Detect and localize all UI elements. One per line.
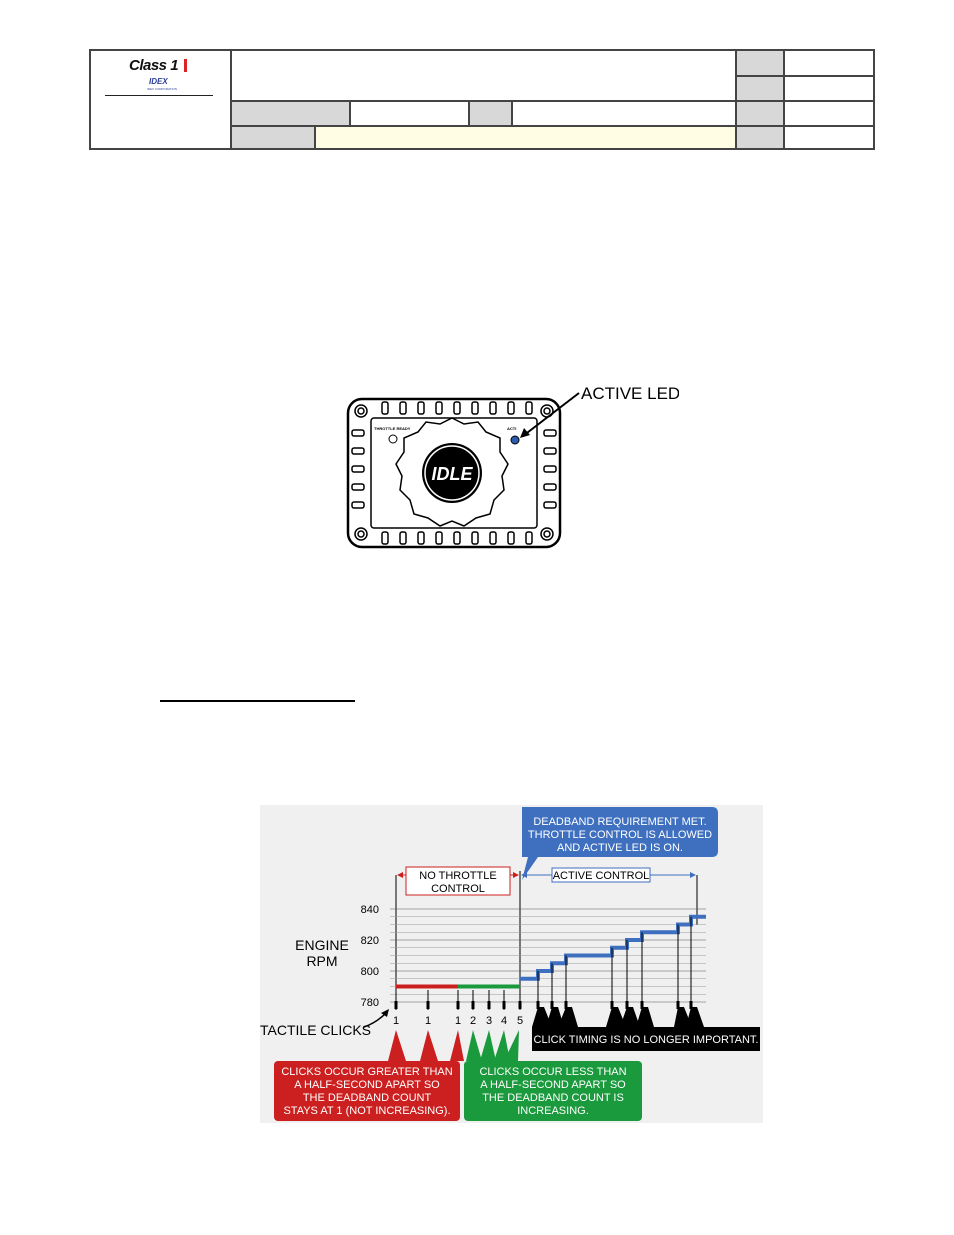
deadband-met-line-1: DEADBAND REQUIREMENT MET. (533, 816, 706, 828)
y-tick-label: 800 (361, 966, 379, 978)
click-tick (394, 1001, 398, 1009)
active-led (510, 435, 520, 445)
throttle-ready-label: THROTTLE READY (374, 426, 411, 431)
idle-label: IDLE (431, 464, 473, 484)
header-label-cell-4 (470, 102, 511, 125)
y-tick-label: 840 (361, 904, 379, 916)
control-head-figure: IDLE THROTTLE READY ACTI ACTIVE LED (346, 384, 679, 549)
rpm-series-blue (520, 914, 706, 981)
no-throttle-label-1: NO THROTTLE (419, 870, 496, 882)
click-count-label: 1 (455, 1015, 461, 1027)
header-label-cell-1 (737, 51, 783, 75)
click-count-label: 1 (393, 1015, 399, 1027)
section-heading-underline (160, 700, 355, 702)
y-tick-label: 780 (361, 997, 379, 1009)
click-tick (536, 1001, 540, 1009)
header-label-cell-5 (737, 102, 783, 125)
click-tick (487, 1001, 491, 1009)
click-tick (610, 1001, 614, 1009)
active-led-callout: ACTIVE LED (581, 384, 679, 403)
class1-logo: Class 1 (129, 57, 187, 75)
click-tick (456, 1001, 460, 1009)
click-tick (689, 1001, 693, 1009)
click-count-label: 4 (501, 1015, 507, 1027)
click-count-label: 1 (425, 1015, 431, 1027)
deadband-met-line-2: THROTTLE CONTROL IS ALLOWED (528, 829, 712, 841)
header-label-cell-6 (232, 127, 314, 148)
no-throttle-label-2: CONTROL (431, 883, 485, 895)
click-count-label: 5 (517, 1015, 523, 1027)
y-axis-title-2: RPM (306, 953, 337, 969)
click-tick (640, 1001, 644, 1009)
active-led-label: ACTI (507, 426, 516, 431)
red-note-2: A HALF-SECOND APART SO (294, 1079, 440, 1091)
y-tick-label: 820 (361, 935, 379, 947)
timing-note: CLICK TIMING IS NO LONGER IMPORTANT. (534, 1034, 759, 1046)
deadband-met-line-3: AND ACTIVE LED IS ON. (557, 842, 683, 854)
deadband-chart: DEADBAND REQUIREMENT MET. THROTTLE CONTR… (260, 805, 763, 1123)
green-note-1: CLICKS OCCUR LESS THAN (479, 1066, 626, 1078)
click-tick (502, 1001, 506, 1009)
click-tick (550, 1001, 554, 1009)
tactile-clicks-label: TACTILE CLICKS (260, 1022, 371, 1038)
header-title-field (316, 127, 735, 148)
green-note-4: INCREASING. (517, 1105, 589, 1117)
header-label-cell-3 (232, 102, 349, 125)
class1-brand: Class 1 (129, 57, 179, 74)
click-tick (426, 1001, 430, 1009)
header-label-cell-2 (737, 77, 783, 100)
click-tick (518, 1001, 522, 1009)
red-note-4: STAYS AT 1 (NOT INCREASING). (283, 1105, 450, 1117)
green-note-2: A HALF-SECOND APART SO (480, 1079, 626, 1091)
idex-caption: IDEX CORPORATION (147, 87, 177, 91)
click-count-label: 2 (470, 1015, 476, 1027)
green-note-3: THE DEADBAND COUNT IS (482, 1092, 624, 1104)
y-axis-title-1: ENGINE (295, 937, 349, 953)
red-note-3: THE DEADBAND COUNT (303, 1092, 432, 1104)
red-note-1: CLICKS OCCUR GREATER THAN (281, 1066, 452, 1078)
document-header: Class 1 IDEX IDEX CORPORATION (89, 49, 875, 150)
click-tick (471, 1001, 475, 1009)
click-tick (564, 1001, 568, 1009)
click-count-label: 3 (486, 1015, 492, 1027)
click-tick (625, 1001, 629, 1009)
header-label-cell-7 (737, 127, 783, 148)
click-tick (676, 1001, 680, 1009)
idex-logo: IDEX (149, 77, 168, 86)
active-control-label: ACTIVE CONTROL (553, 870, 650, 882)
logo-block: Class 1 IDEX IDEX CORPORATION (91, 51, 230, 148)
throttle-ready-led (388, 434, 398, 444)
